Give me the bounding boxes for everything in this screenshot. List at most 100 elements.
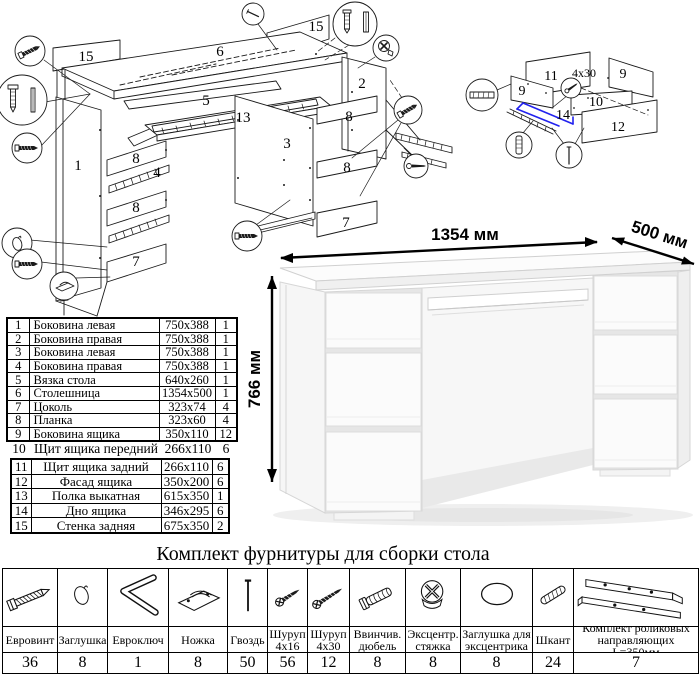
hardware-item-name-cell: Шкант bbox=[532, 626, 574, 653]
part-name: Столешница bbox=[28, 385, 160, 401]
part-size: 350x200 bbox=[160, 473, 213, 490]
part-num: 13 bbox=[10, 488, 32, 504]
hardware-item-qty: 1 bbox=[134, 654, 142, 671]
cam-lock-icon bbox=[378, 40, 394, 57]
screw-icon bbox=[564, 83, 578, 94]
hardware-item-name-cell: Ножка bbox=[168, 626, 228, 653]
part-num: 12 bbox=[10, 473, 32, 490]
hardware-item-name: Ножка bbox=[181, 632, 215, 647]
hardware-item-qty: 8 bbox=[373, 654, 382, 671]
bolt-icon bbox=[342, 9, 352, 34]
label-9-right: 9 bbox=[620, 67, 627, 82]
hardware-icon-cell bbox=[307, 568, 350, 627]
confirmat-screw-icon bbox=[396, 104, 418, 119]
label-4: 4 bbox=[153, 165, 161, 181]
part-qty: 1 bbox=[214, 345, 238, 360]
part-name: Фасад ящика bbox=[30, 473, 162, 490]
label-1: 1 bbox=[74, 158, 82, 174]
hardware-item-name: Шуруп 4x30 bbox=[310, 627, 347, 652]
hardware-item-name: Гвоздь bbox=[230, 632, 265, 647]
part-num: 4 bbox=[6, 358, 30, 374]
confirmat-screw-icon bbox=[4, 570, 56, 626]
drawer-side-left bbox=[510, 75, 554, 109]
screw-icon bbox=[406, 163, 426, 169]
hardware-item-qty: 7 bbox=[632, 654, 640, 671]
label-8d: 8 bbox=[343, 160, 351, 176]
label-6: 6 bbox=[216, 44, 224, 60]
label-2: 2 bbox=[358, 76, 366, 92]
hardware-item-qty-cell: 36 bbox=[2, 652, 58, 674]
hardware-item-name-cell: Гвоздь bbox=[227, 626, 268, 653]
part-name: Боковина ящика bbox=[28, 426, 160, 442]
hardware-item-qty: 56 bbox=[279, 654, 296, 671]
hardware-icon-cell bbox=[57, 568, 108, 627]
hardware-icon-cell bbox=[573, 568, 699, 627]
hardware-kit-title: Комплект фурнитуры для сборки стола bbox=[156, 543, 490, 565]
dowel-icon bbox=[515, 135, 523, 155]
hardware-item-qty-cell: 7 bbox=[573, 652, 699, 674]
part-size: 615x350 bbox=[160, 488, 213, 504]
part-qty: 1 bbox=[214, 385, 238, 401]
hardware-item-qty: 8 bbox=[194, 654, 202, 671]
drawer-fronts-left bbox=[325, 292, 422, 512]
confirmat-screw-icon bbox=[234, 232, 258, 240]
part-size: 750x388 bbox=[158, 358, 216, 374]
part-size: 266x110 bbox=[160, 458, 213, 475]
side-panel-inner bbox=[234, 95, 314, 227]
label-10: 10 bbox=[589, 95, 603, 110]
hardware-item-name-cell: Евровинт bbox=[2, 626, 58, 653]
callout-circles bbox=[0, 1, 429, 316]
plug-icon bbox=[60, 570, 106, 626]
plug-icon bbox=[12, 235, 23, 251]
hardware-item-name: Заглушка для эксцентрика bbox=[462, 627, 531, 652]
screw-size-note: 4x30 bbox=[572, 66, 596, 80]
hardware-item-qty: 12 bbox=[320, 654, 337, 671]
part-num: 5 bbox=[6, 372, 30, 387]
part-size: 266x110 bbox=[164, 441, 212, 456]
label-12: 12 bbox=[611, 120, 625, 135]
hardware-item-name: Комплект роликовых направляющих L=350мм bbox=[582, 627, 690, 652]
part-num: 2 bbox=[6, 331, 30, 347]
nail-icon bbox=[230, 570, 266, 626]
dowel-sleeve-icon bbox=[363, 11, 369, 33]
hardware-item-qty-cell: 8 bbox=[57, 652, 108, 674]
label-8a: 8 bbox=[132, 151, 140, 167]
confirmat-screw-icon bbox=[14, 144, 38, 152]
drawer-fronts-right bbox=[593, 275, 678, 469]
hardware-item-qty-cell: 8 bbox=[349, 652, 406, 674]
part-qty: 4 bbox=[214, 413, 238, 428]
part-size: 750x388 bbox=[158, 345, 216, 360]
desk-exploded-diagram: 15 15 6 5 13 1 2 3 4 8 8 8 8 7 7 bbox=[0, 1, 453, 317]
hardware-item-name: Евровинт bbox=[5, 632, 55, 647]
part-num: 14 bbox=[10, 502, 32, 519]
drawer-facade bbox=[581, 99, 658, 144]
screw-4x16-icon bbox=[270, 570, 306, 626]
hardware-item-name-cell: Заглушка для эксцентрика bbox=[460, 626, 533, 653]
part-size: 675x350 bbox=[160, 517, 213, 534]
confirmat-screw-icon bbox=[14, 260, 38, 268]
bolt-icon bbox=[7, 84, 19, 113]
part-name: Щит ящика задний bbox=[30, 458, 162, 475]
label-15-right: 15 bbox=[309, 19, 324, 35]
threaded-dowel-icon bbox=[352, 570, 404, 626]
label-14: 14 bbox=[556, 108, 570, 123]
label-8b: 8 bbox=[132, 200, 140, 216]
hardware-icon-cell bbox=[227, 568, 268, 627]
cam-cap-icon bbox=[469, 570, 525, 626]
part-qty: 1 bbox=[211, 488, 230, 504]
hardware-icon-cell bbox=[349, 568, 406, 627]
hardware-item-qty-cell: 12 bbox=[307, 652, 350, 674]
drawer-slides-icon bbox=[576, 570, 696, 626]
label-7a: 7 bbox=[132, 254, 140, 270]
hardware-item-qty-cell: 56 bbox=[267, 652, 308, 674]
hardware-item-qty: 8 bbox=[429, 654, 437, 671]
part-num: 1 bbox=[6, 317, 30, 333]
hardware-icon-cell bbox=[168, 568, 228, 627]
drawer-side-right bbox=[608, 57, 654, 98]
part-num: 6 bbox=[6, 385, 30, 401]
